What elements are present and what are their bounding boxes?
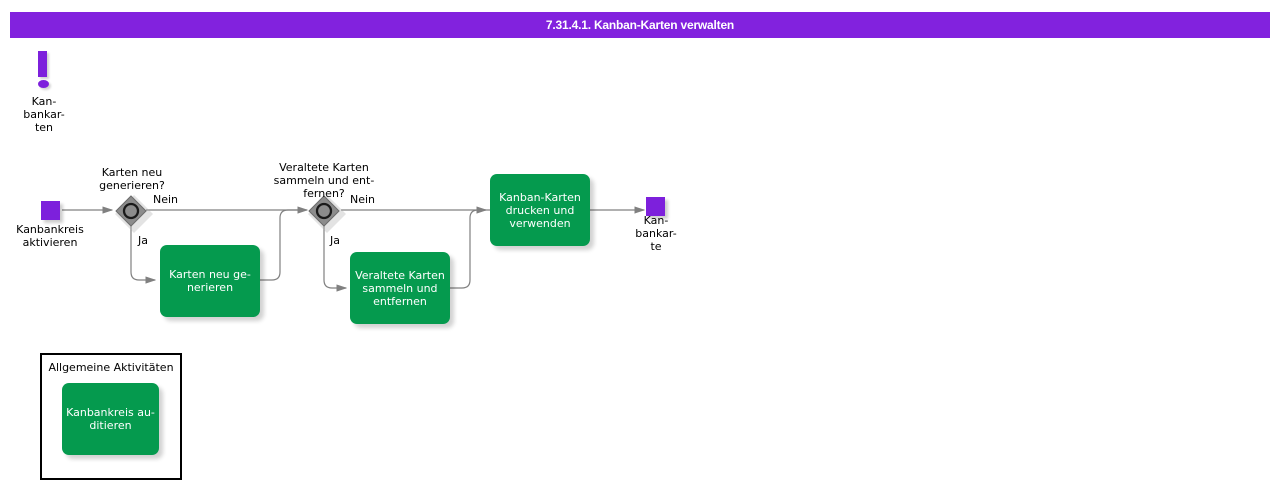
flow-gw2-ja-to-task2 [323, 226, 348, 292]
exclamation-dot [38, 80, 49, 88]
flow-gw1-ja-to-task1 [130, 226, 157, 284]
gateway-veraltete-karten-nein-label: Nein [350, 193, 376, 206]
exclamation-icon [38, 51, 50, 89]
task-veraltete-karten-sammeln[interactable]: Veraltete Karten sammeln und entfernen [350, 252, 450, 324]
task-kanban-karten-drucken[interactable]: Kanban-Karten drucken und verwenden [490, 174, 590, 246]
end-event-label: Kan- bankar- te [635, 214, 677, 253]
gateway-karten-neu-generieren-nein-label: Nein [153, 193, 179, 206]
flow-task1-merge [260, 209, 300, 281]
flow-task2-merge [450, 209, 490, 289]
task-karten-neu-generieren[interactable]: Karten neu ge- nerieren [160, 245, 260, 317]
gateway-veraltete-karten-question: Veraltete Karten sammeln und ent- fernen… [273, 161, 375, 200]
gateway-karten-neu-generieren-shape [115, 195, 153, 233]
gateway-veraltete-karten-ja-label: Ja [330, 234, 340, 247]
exclamation-bar [38, 51, 47, 77]
end-event[interactable] [646, 197, 665, 216]
title-bar: 7.31.4.1. Kanban-Karten verwalten [10, 12, 1270, 38]
gateway-karten-neu-generieren-question: Karten neu generieren? [99, 166, 165, 192]
page-title: 7.31.4.1. Kanban-Karten verwalten [545, 18, 735, 32]
task-kanbankreis-auditieren[interactable]: Kanbankreis au- ditieren [62, 383, 159, 455]
group-allgemeine-aktivitaeten-title: Allgemeine Aktivitäten [48, 361, 174, 374]
start-event[interactable] [41, 201, 60, 220]
gateway-karten-neu-generieren-ja-label: Ja [138, 234, 148, 247]
gateway-veraltete-karten-shape [308, 195, 346, 233]
start-event-label: Kanbankreis aktivieren [16, 223, 84, 249]
annotation-label: Kan- bankar- ten [23, 95, 65, 134]
